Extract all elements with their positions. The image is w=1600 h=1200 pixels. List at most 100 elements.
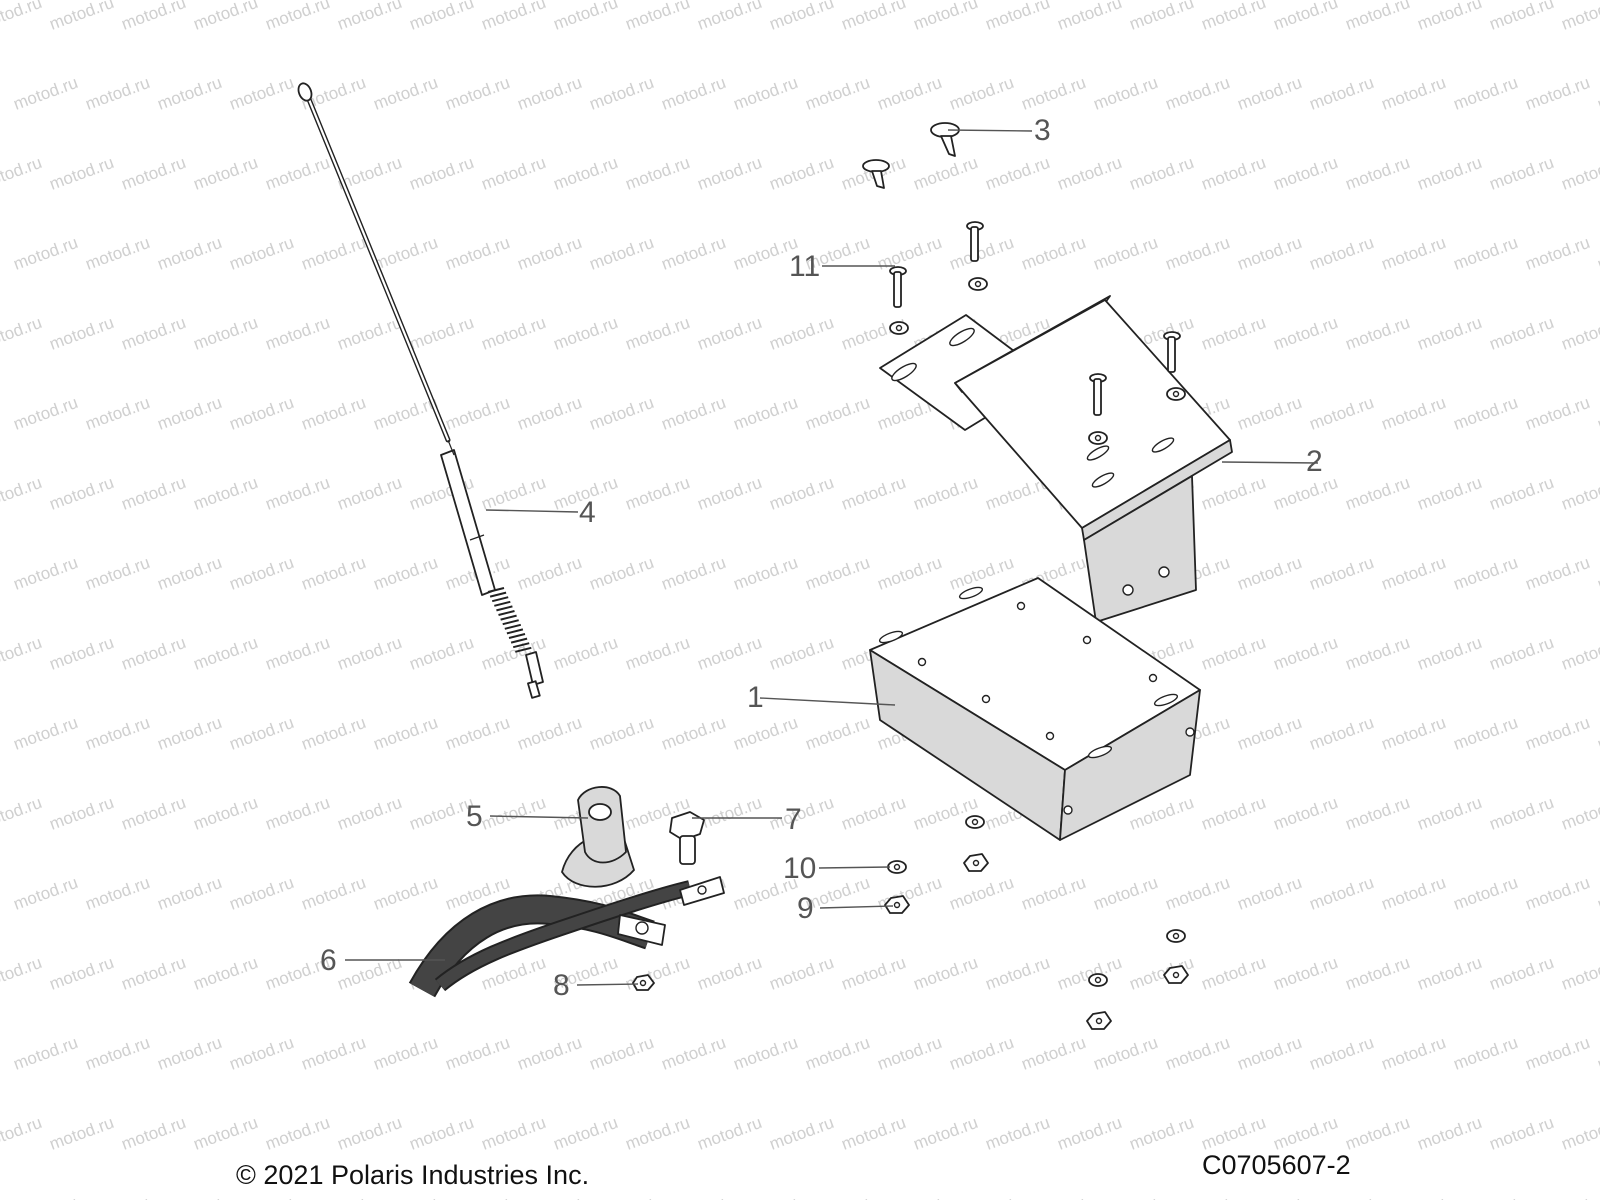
watermark-text: motod.ru [1271,953,1341,994]
watermark-text: motod.ru [299,233,369,274]
watermark-text: motod.ru [11,873,81,914]
watermark-text: motod.ru [1091,873,1161,914]
watermark-text: motod.ru [1163,1193,1233,1200]
watermark-text: motod.ru [1451,713,1521,754]
watermark-text: motod.ru [155,553,225,594]
watermark-text: motod.ru [1487,153,1557,194]
watermark-text: motod.ru [371,713,441,754]
ground-strap-part[interactable] [408,876,725,998]
watermark-text: motod.ru [911,1113,981,1154]
watermark-text: motod.ru [47,0,117,34]
antenna-coil-ring [489,591,507,598]
watermark-text: motod.ru [1487,473,1557,514]
watermark-text: motod.ru [479,313,549,354]
watermark-text: motod.ru [515,1193,585,1200]
watermark-text: motod.ru [695,1113,765,1154]
watermark-text: motod.ru [1523,393,1593,434]
antenna-coil-ring [515,646,532,653]
antenna-coil-ring [487,587,505,593]
watermark-text: motod.ru [659,233,729,274]
watermark-text: motod.ru [227,1193,297,1200]
watermark-text: motod.ru [299,1033,369,1074]
bolt-part[interactable] [669,811,705,865]
watermark-text: motod.ru [263,1113,333,1154]
watermark-text: motod.ru [119,313,189,354]
screw-part[interactable] [889,221,1186,445]
watermark-text: motod.ru [83,873,153,914]
watermark-text: motod.ru [731,1193,801,1200]
watermark-text: motod.ru [1199,1113,1269,1154]
nut-part[interactable] [632,974,655,991]
watermark-text: motod.ru [983,153,1053,194]
watermark-text: motod.ru [0,313,44,354]
watermark-text: motod.ru [1559,633,1600,674]
watermark-text: motod.ru [587,1193,657,1200]
watermark-text: motod.ru [1127,1113,1197,1154]
watermark-text: motod.ru [1523,873,1593,914]
watermark-text: motod.ru [551,1113,621,1154]
watermark-text: motod.ru [875,873,945,914]
watermark-text: motod.ru [1163,873,1233,914]
watermark-text: motod.ru [479,153,549,194]
watermark-text: motod.ru [299,1193,369,1200]
watermark-text: motod.ru [623,633,693,674]
watermark-text: motod.ru [191,1113,261,1154]
watermark-text: motod.ru [1415,793,1485,834]
watermark-text: motod.ru [551,153,621,194]
watermark-text: motod.ru [443,393,513,434]
callout-3: 3 [1034,114,1051,147]
watermark-text: motod.ru [479,793,549,834]
watermark-text: motod.ru [551,313,621,354]
watermark-text: motod.ru [1307,713,1377,754]
watermark-text: motod.ru [587,553,657,594]
antenna-coil-ring [508,633,526,639]
watermark-text: motod.ru [1235,393,1305,434]
antenna-part[interactable] [296,81,544,699]
module-box-part[interactable] [869,577,1201,841]
watermark-text: motod.ru [1271,633,1341,674]
watermark-text: motod.ru [1379,873,1449,914]
watermark-text: motod.ru [1415,1113,1485,1154]
callout-10: 10 [783,852,816,885]
watermark-text: motod.ru [947,73,1017,114]
watermark-text: motod.ru [1271,0,1341,34]
watermark-text: motod.ru [11,233,81,274]
watermark-text: motod.ru [479,473,549,514]
antenna-mount-part[interactable] [561,786,635,888]
copyright-notice: © 2021 Polaris Industries Inc. [236,1160,590,1190]
watermark-text: motod.ru [1307,553,1377,594]
hex-nut-part[interactable] [884,853,1189,1030]
watermark-text: motod.ru [155,1193,225,1200]
watermark-text: motod.ru [839,1113,909,1154]
watermark-text: motod.ru [1451,553,1521,594]
watermark-text: motod.ru [1343,953,1413,994]
mounting-bracket-part[interactable] [879,295,1233,623]
watermark-text: motod.ru [695,473,765,514]
watermark-text: motod.ru [335,473,405,514]
watermark-text: motod.ru [1271,313,1341,354]
watermark-text: motod.ru [191,0,261,34]
watermark-text: motod.ru [623,313,693,354]
watermark-text: motod.ru [839,793,909,834]
watermark-text: motod.ru [1019,73,1089,114]
watermark-text: motod.ru [947,873,1017,914]
watermark-text: motod.ru [1343,633,1413,674]
watermark-text: motod.ru [1343,793,1413,834]
watermark-text: motod.ru [119,1113,189,1154]
watermark-text: motod.ru [1415,0,1485,34]
watermark-text: motod.ru [1415,313,1485,354]
watermark-text: motod.ru [659,713,729,754]
watermark-text: motod.ru [875,233,945,274]
push-rivet-part[interactable] [862,122,960,189]
watermark-text: motod.ru [1127,153,1197,194]
watermark-text: motod.ru [695,953,765,994]
watermark-text: motod.ru [1199,0,1269,34]
watermark-text: motod.ru [1235,233,1305,274]
callout-11: 11 [789,250,820,283]
watermark-text: motod.ru [1487,793,1557,834]
watermark-text: motod.ru [0,0,44,34]
watermark-text: motod.ru [119,0,189,34]
watermark-text: motod.ru [11,1033,81,1074]
watermark-text: motod.ru [263,0,333,34]
watermark-text: motod.ru [767,153,837,194]
